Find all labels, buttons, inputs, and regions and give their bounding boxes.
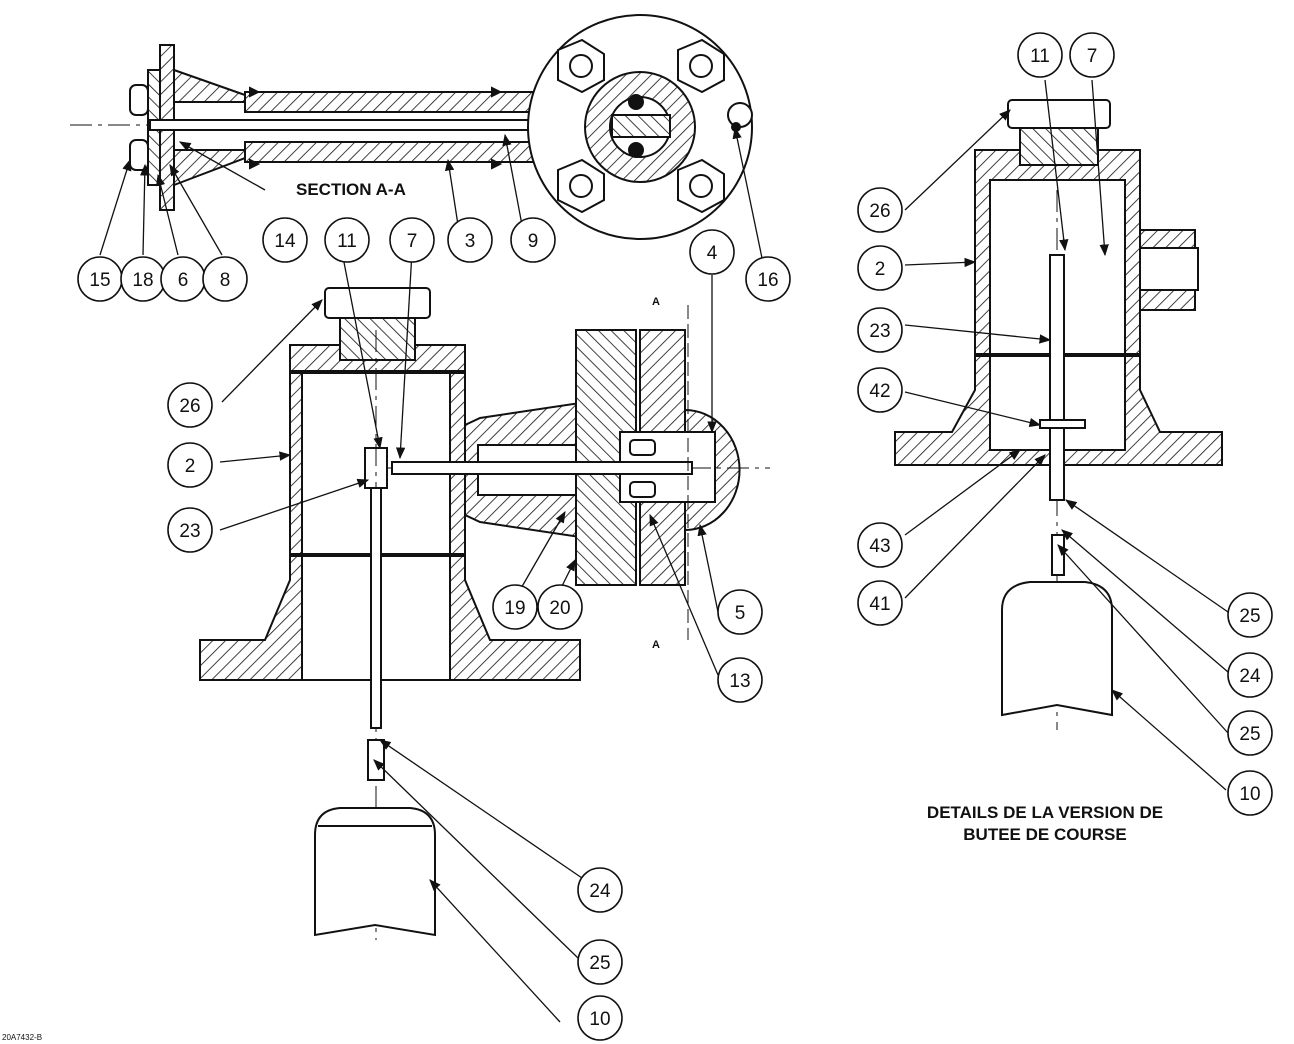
callout-6: 6 [160, 256, 206, 302]
callout-13: 13 [717, 657, 763, 703]
svg-text:2: 2 [875, 259, 886, 280]
svg-text:14: 14 [274, 231, 296, 252]
svg-text:25: 25 [1239, 724, 1260, 745]
float [314, 807, 436, 937]
svg-text:24: 24 [1239, 666, 1261, 687]
section-marker-bottom: A [652, 639, 660, 651]
drawing-reference: 20A7432-B [2, 1033, 42, 1042]
callout-26: 26 [167, 382, 213, 428]
section-a-a-view [70, 14, 754, 240]
callout-7: 7 [389, 217, 435, 263]
callout-25: 25 [577, 939, 623, 985]
svg-text:24: 24 [589, 881, 611, 902]
callout-9: 9 [510, 217, 556, 263]
svg-text:10: 10 [1239, 784, 1260, 805]
svg-text:10: 10 [589, 1009, 610, 1030]
callout-2: 2 [167, 442, 213, 488]
detail-title-line2: BUTEE DE COURSE [963, 825, 1126, 844]
top-plug-hex [324, 287, 431, 319]
callout-bubbles: 15 18 6 8 14 11 7 3 9 16 4 26 2 23 19 20… [77, 32, 1273, 1041]
callout-19: 19 [492, 584, 538, 630]
svg-text:13: 13 [729, 671, 750, 692]
svg-text:18: 18 [132, 270, 153, 291]
callout-4: 4 [689, 229, 735, 275]
svg-text:7: 7 [407, 231, 418, 252]
callout-7-detail: 7 [1069, 32, 1115, 78]
svg-text:25: 25 [589, 953, 610, 974]
callout-18: 18 [120, 256, 166, 302]
svg-text:11: 11 [337, 231, 357, 252]
svg-text:5: 5 [735, 603, 746, 624]
detail-float [1001, 581, 1113, 717]
callout-11: 11 [324, 217, 370, 263]
callout-42: 42 [857, 367, 903, 413]
callout-5: 5 [717, 589, 763, 635]
callout-8: 8 [202, 256, 248, 302]
callout-11-detail: 11 [1017, 32, 1063, 78]
svg-text:8: 8 [220, 270, 231, 291]
callout-43: 43 [857, 522, 903, 568]
callout-10: 10 [577, 995, 623, 1041]
callout-24-detail: 24 [1227, 652, 1273, 698]
callout-41: 41 [857, 580, 903, 626]
callout-25-detail-a: 25 [1227, 592, 1273, 638]
svg-text:7: 7 [1087, 46, 1098, 67]
svg-text:16: 16 [757, 270, 778, 291]
svg-text:20: 20 [549, 598, 570, 619]
detail-title-line1: DETAILS DE LA VERSION DE [927, 803, 1163, 822]
svg-text:43: 43 [869, 536, 890, 557]
callout-2-detail: 2 [857, 245, 903, 291]
svg-text:3: 3 [465, 231, 476, 252]
callout-23-detail: 23 [857, 307, 903, 353]
section-marker-top: A [652, 296, 660, 308]
svg-text:11: 11 [1030, 46, 1050, 67]
svg-text:19: 19 [504, 598, 525, 619]
svg-text:42: 42 [869, 381, 890, 402]
callout-24: 24 [577, 867, 623, 913]
svg-text:9: 9 [528, 231, 539, 252]
leader-lines [99, 79, 1229, 1023]
callout-10-detail: 10 [1227, 770, 1273, 816]
svg-text:2: 2 [185, 456, 196, 477]
callout-23: 23 [167, 507, 213, 553]
svg-text:26: 26 [869, 201, 890, 222]
svg-text:26: 26 [179, 396, 200, 417]
svg-text:25: 25 [1239, 606, 1260, 627]
callout-3: 3 [447, 217, 493, 263]
detail-float-rod [1049, 254, 1065, 501]
svg-text:6: 6 [178, 270, 189, 291]
callout-15: 15 [77, 256, 123, 302]
callout-16: 16 [745, 256, 791, 302]
callout-25-detail-b: 25 [1227, 710, 1273, 756]
top-plug-thread [339, 317, 416, 361]
flange-bolts [557, 38, 725, 214]
svg-text:23: 23 [869, 321, 890, 342]
travel-stop-detail-view [894, 99, 1223, 730]
section-a-a-title: SECTION A-A [296, 180, 406, 199]
svg-text:15: 15 [89, 270, 110, 291]
svg-text:4: 4 [707, 243, 718, 264]
callout-20: 20 [537, 584, 583, 630]
svg-text:41: 41 [869, 594, 890, 615]
callout-26-detail: 26 [857, 187, 903, 233]
main-assembly-view [199, 287, 770, 940]
svg-text:23: 23 [179, 521, 200, 542]
callout-14: 14 [262, 217, 308, 263]
float-rod [370, 487, 382, 729]
